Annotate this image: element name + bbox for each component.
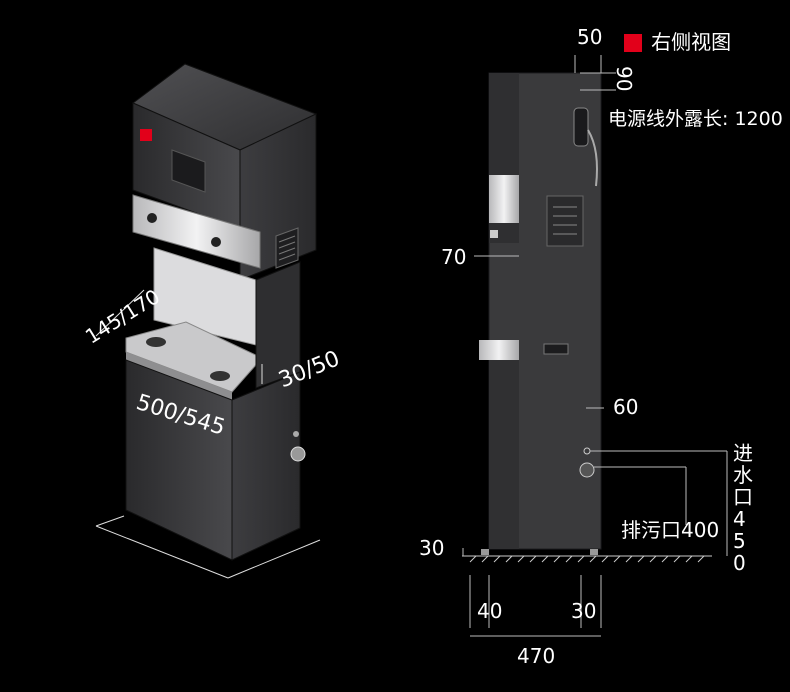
vent-grille-icon xyxy=(546,195,584,247)
knob-icon xyxy=(290,446,306,462)
tap-button-right xyxy=(211,237,221,247)
total-depth-label: 470 xyxy=(517,644,556,668)
handle-slot xyxy=(543,343,569,355)
lower-cabinet-side xyxy=(231,371,301,561)
vent-grille-icon xyxy=(275,227,299,269)
brand-logo-icon xyxy=(140,129,152,141)
power-socket xyxy=(573,107,589,147)
ground-line xyxy=(462,555,712,563)
top-width-label: 50 xyxy=(577,25,603,49)
foot-left-label: 40 xyxy=(477,599,503,623)
tap-offset-label: 70 xyxy=(441,245,467,269)
drip-tray-icon xyxy=(125,321,263,400)
dimension-lines-side xyxy=(462,55,728,637)
legend-swatch xyxy=(624,34,642,52)
top-depth-label: 90 xyxy=(612,66,636,92)
tap-button-left xyxy=(147,213,157,223)
display-panel-icon xyxy=(171,149,206,193)
drain-label: 排污口400 xyxy=(621,518,720,542)
inlet-label: 进水口 450 xyxy=(733,441,753,575)
dimension-lines-3d xyxy=(95,289,321,579)
legend: 右侧视图 xyxy=(624,26,731,55)
cord-length-label: 电源线外露长: 1200 xyxy=(608,108,783,130)
legend-text: 右侧视图 xyxy=(651,30,732,54)
drain-port xyxy=(579,462,595,478)
control-panel xyxy=(132,194,261,269)
base-height-label: 30 xyxy=(419,536,445,560)
inlet-offset-label: 60 xyxy=(613,395,639,419)
side-view-drawing xyxy=(479,72,602,555)
foot-right-label: 30 xyxy=(571,599,597,623)
